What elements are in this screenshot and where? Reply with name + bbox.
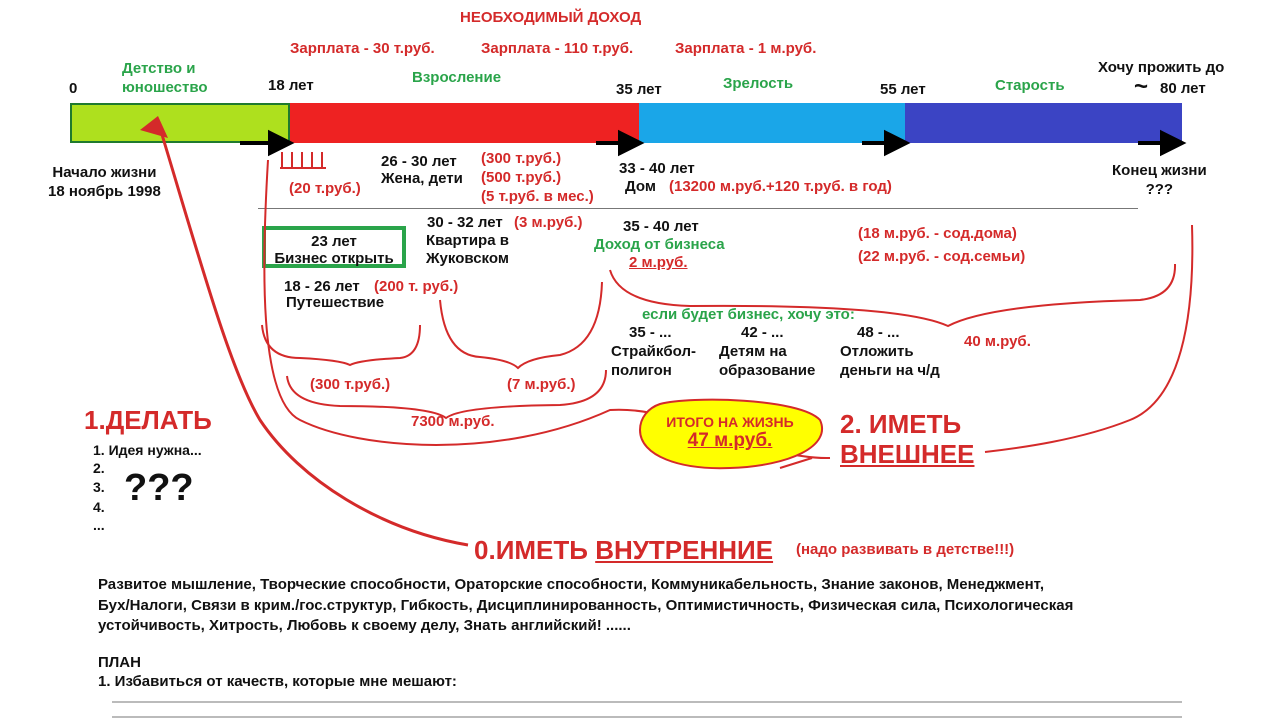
salary-label: Зарплата - 30 т.руб. [290,40,435,57]
brace-apartment [439,281,603,370]
total-label: ИТОГО НА ЖИЗНЬ [666,414,794,430]
do-item: ... [93,517,105,533]
house-cost-label: (13200 м.руб.+120 т.руб. в год) [669,178,892,195]
age-18-label: 18 лет [268,77,314,94]
life-end-label: Конец жизни??? [1112,162,1207,198]
upkeep-total-label: 40 м.руб. [964,333,1031,350]
age-0-label: 0 [69,80,78,97]
travel-age-label: 18 - 26 лет [284,278,360,295]
upkeep-family-label: (22 м.руб. - сод.семьи) [858,248,1026,265]
timeline-oldness-segment [905,103,1182,143]
tilde-sign: ~ [1134,73,1149,100]
plan-title: ПЛАН [98,654,141,671]
phase-old-label: Старость [995,77,1065,94]
qualities-line: Бух/Налоги, Связи в крим./гос.структур, … [98,597,1074,614]
do-item: 3. [93,479,105,495]
age-80-label: Хочу прожить до [1098,59,1225,76]
teen-money-label: (20 т.руб.) [289,180,361,197]
wish-age: 48 - ... [857,324,900,341]
total-highlight-ellipse [638,398,823,470]
apartment-age-label: 30 - 32 лет [427,214,503,231]
arrow-head-icon [140,116,168,138]
brace-total [286,369,607,420]
qualities-line: устойчивость, Хитрость, Любовь к своему … [98,617,631,634]
teen-money-marks [280,152,326,169]
wish-age: 42 - ... [741,324,784,341]
do-question-marks: ??? [124,467,194,509]
travel-total-label: 7300 м.руб. [411,413,495,430]
internal-arrow [158,127,469,547]
wish-item: Страйкбол-полигон [611,343,696,379]
age-55-label: 55 лет [880,81,926,98]
plan-item: 1. Избавиться от качеств, которые мне ме… [98,673,457,690]
travel-label: Путешествие [286,294,385,311]
do-item: 4. [93,499,105,515]
salary-label: Зарплата - 110 т.руб. [481,40,634,57]
wish-age: 35 - ... [629,324,672,341]
sum-right-label: (7 м.руб.) [507,376,576,393]
house-label: Дом [625,178,656,195]
house-age-label: 33 - 40 лет [619,160,695,177]
brace-upkeep [609,263,1177,328]
timeline-maturity-segment [639,103,905,143]
right-connector-line [984,224,1194,453]
income-label: Доход от бизнеса [594,236,725,253]
have-internal-note: (надо развивать в детстве!!!) [796,541,1015,558]
qualities-line: Развитое мышление, Творческие способност… [98,576,1045,593]
divider-line [258,208,1138,209]
age-80-value: 80 лет [1160,80,1206,97]
upkeep-house-label: (18 м.руб. - сод.дома) [858,225,1017,242]
have-internal-heading: 0.ИМЕТЬ ВНУТРЕННИЕ [474,535,774,565]
age-35-label: 35 лет [616,81,662,98]
wishes-header: если будет бизнес, хочу это: [642,306,855,323]
phase-mature-label: Зрелость [723,75,794,92]
brace-travel [261,324,421,367]
sum-left-label: (300 т.руб.) [310,376,391,393]
family-cost-label: (300 т.руб.)(500 т.руб.)(5 т.руб. в мес.… [481,150,594,205]
timeline-arrow-icon [240,129,1187,157]
apartment-cost-label: (3 м.руб.) [514,214,583,231]
phase-adult-label: Взросление [412,69,502,86]
do-heading: 1.ДЕЛАТЬ [84,405,212,435]
salary-label: Зарплата - 1 м.руб. [675,40,817,57]
income-value: 2 м.руб. [629,254,688,271]
do-item: 2. [93,460,105,476]
income-age-label: 35 - 40 лет [623,218,699,235]
do-item: 1. Идея нужна... [93,442,202,458]
timeline-childhood-segment [70,103,290,143]
timeline-adulthood-segment [290,103,639,143]
total-value: 47 м.руб. [687,430,773,451]
page-title: НЕОБХОДИМЫЙ ДОХОД [460,9,642,26]
travel-cost-label: (200 т. руб.) [374,278,459,295]
